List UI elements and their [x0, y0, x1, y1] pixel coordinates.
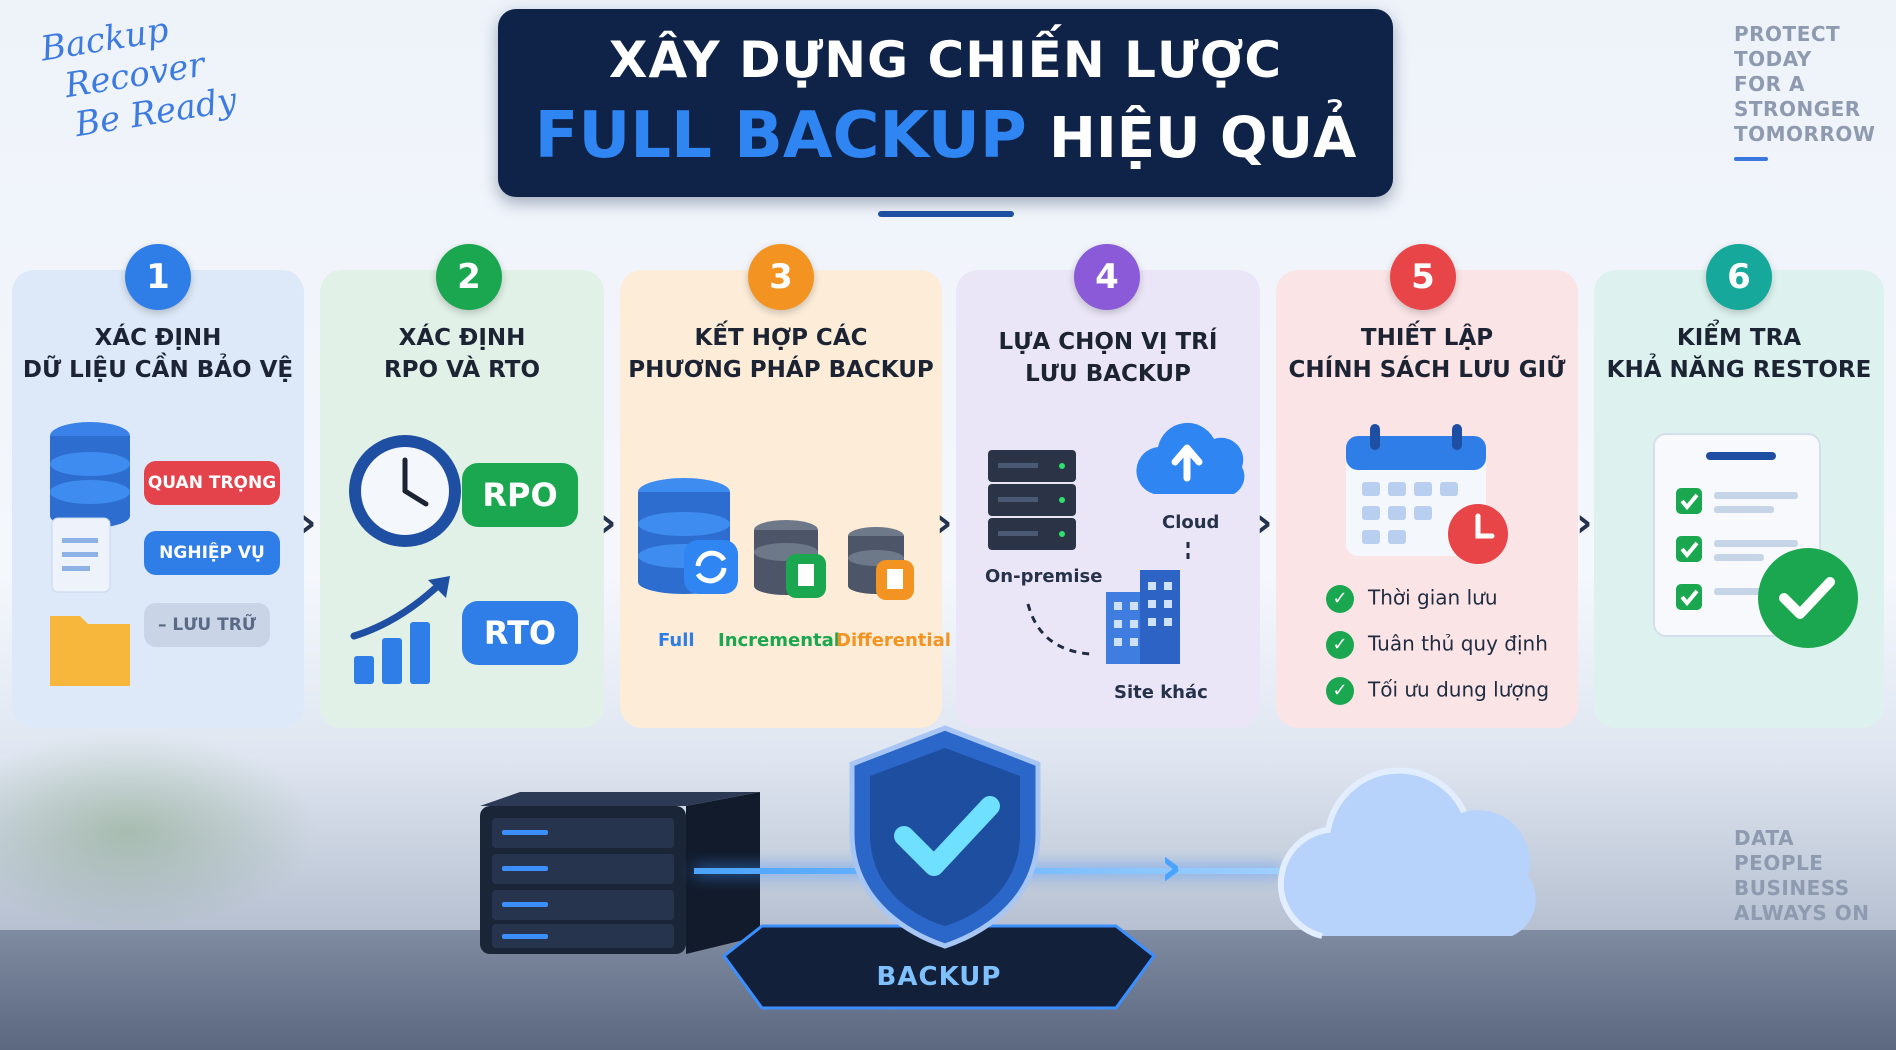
heading-line: CHÍNH SÁCH LƯU GIỮ — [1288, 357, 1566, 383]
step-number-5: 5 — [1390, 244, 1456, 310]
checklist-icon — [1653, 433, 1858, 648]
heading-line: XÁC ĐỊNH — [94, 325, 222, 351]
slogan-line: TODAY — [1734, 47, 1812, 71]
slogan-bottom: DATA PEOPLE BUSINESS ALWAYS ON — [1734, 826, 1870, 940]
step-heading-6: KIỂM TRA KHẢ NĂNG RESTORE — [1594, 322, 1884, 386]
step-number-4: 4 — [1074, 244, 1140, 310]
calendar-clock-icon — [1346, 424, 1508, 564]
site-connection-icon — [1026, 542, 1190, 664]
flow-arrow-icon: › — [1160, 835, 1183, 898]
check-circle-icon: ✓ — [1326, 585, 1354, 613]
label-incremental: Incremental — [718, 630, 840, 651]
heading-line: LƯU BACKUP — [1025, 361, 1191, 387]
tagline: Backup Recover Be Ready — [38, 1, 239, 148]
policy-item-label: Thời gian lưu — [1368, 585, 1498, 610]
chevron-right-icon: › — [600, 500, 617, 546]
plant-blur — [0, 730, 320, 930]
chevron-right-icon: › — [1256, 500, 1273, 546]
slogan-line: PEOPLE — [1734, 851, 1824, 875]
label-full: Full — [658, 630, 695, 651]
heading-line: THIẾT LẬP — [1360, 325, 1494, 351]
label-on-premise: On-premise — [985, 566, 1103, 587]
tag-luu-tru: – LƯU TRỮ — [144, 603, 270, 647]
heading-line: PHƯƠNG PHÁP BACKUP — [628, 357, 934, 383]
slogan-line: STRONGER — [1734, 97, 1861, 121]
step-number-1: 1 — [125, 244, 191, 310]
label-differential: Differential — [836, 630, 951, 651]
heading-line: KIỂM TRA — [1676, 325, 1802, 351]
chevron-right-icon: › — [936, 500, 953, 546]
heading-line: KẾT HỢP CÁC — [694, 325, 868, 351]
tag-rpo: RPO — [462, 463, 578, 527]
heading-line: KHẢ NĂNG RESTORE — [1606, 357, 1872, 383]
chevron-right-icon: › — [300, 500, 317, 546]
full-backup-db-icon — [638, 478, 738, 594]
title-line1: XÂY DỰNG CHIẾN LƯỢC — [608, 31, 1283, 89]
slogan-line: DATA — [1734, 826, 1795, 850]
label-cloud: Cloud — [1162, 512, 1220, 533]
database-stack-icon — [50, 422, 130, 686]
step-heading-3: KẾT HỢP CÁC PHƯƠNG PHÁP BACKUP — [620, 322, 942, 386]
clock-icon — [349, 435, 461, 547]
chevron-right-icon: › — [1576, 500, 1593, 546]
server-rack-icon — [988, 450, 1076, 550]
cloud-upload-icon — [1136, 422, 1245, 494]
slogan-line: FOR A — [1734, 72, 1806, 96]
tag-quan-trong: QUAN TRỌNG — [144, 461, 280, 505]
heading-line: XÁC ĐỊNH — [398, 325, 526, 351]
tag-rto: RTO — [462, 601, 578, 665]
policy-item: ✓ Tối ưu dung lượng — [1326, 677, 1549, 705]
step-heading-1: XÁC ĐỊNH DỮ LIỆU CẦN BẢO VỆ — [12, 322, 304, 386]
growth-chart-icon — [350, 576, 450, 684]
title-underline — [878, 211, 1014, 217]
step-heading-4: LỰA CHỌN VỊ TRÍ LƯU BACKUP — [956, 326, 1260, 390]
incremental-db-icon — [754, 520, 826, 598]
slogan-line: PROTECT — [1734, 22, 1841, 46]
shield-check-icon — [849, 725, 1041, 949]
slogan-line: ALWAYS ON — [1734, 901, 1870, 925]
slogan-line: TOMORROW — [1734, 122, 1876, 146]
label-site-khac: Site khác — [1114, 682, 1208, 703]
title-highlight: FULL BACKUP — [534, 99, 1027, 173]
slogan-accent — [1734, 157, 1768, 161]
step-number-6: 6 — [1706, 244, 1772, 310]
policy-item: ✓ Thời gian lưu — [1326, 585, 1498, 613]
step-heading-5: THIẾT LẬP CHÍNH SÁCH LƯU GIỮ — [1276, 322, 1578, 386]
policy-item: ✓ Tuân thủ quy định — [1326, 631, 1548, 659]
backup-types-icon — [638, 478, 914, 600]
title-rest: HIỆU QUẢ — [1049, 106, 1357, 171]
heading-line: RPO VÀ RTO — [383, 357, 541, 383]
check-circle-icon: ✓ — [1326, 677, 1354, 705]
title-line2: FULL BACKUP HIỆU QUẢ — [498, 99, 1393, 173]
title-banner: XÂY DỰNG CHIẾN LƯỢC FULL BACKUP HIỆU QUẢ — [498, 9, 1393, 197]
tag-nghiep-vu: NGHIỆP VỤ — [144, 531, 280, 575]
heading-line: LỰA CHỌN VỊ TRÍ — [998, 329, 1218, 355]
differential-db-icon — [848, 527, 914, 600]
step-number-2: 2 — [436, 244, 502, 310]
backup-platform — [722, 924, 1156, 1010]
step-number-3: 3 — [748, 244, 814, 310]
backup-label: BACKUP — [876, 962, 1002, 992]
policy-item-label: Tối ưu dung lượng — [1368, 677, 1550, 702]
slogan-top: PROTECT TODAY FOR A STRONGER TOMORROW — [1734, 22, 1875, 161]
check-circle-icon: ✓ — [1326, 631, 1354, 659]
cloud-icon — [1277, 767, 1536, 939]
policy-item-label: Tuân thủ quy định — [1368, 631, 1548, 656]
slogan-line: BUSINESS — [1734, 876, 1850, 900]
step-heading-2: XÁC ĐỊNH RPO VÀ RTO — [320, 322, 604, 386]
heading-line: DỮ LIỆU CẦN BẢO VỆ — [22, 357, 294, 383]
